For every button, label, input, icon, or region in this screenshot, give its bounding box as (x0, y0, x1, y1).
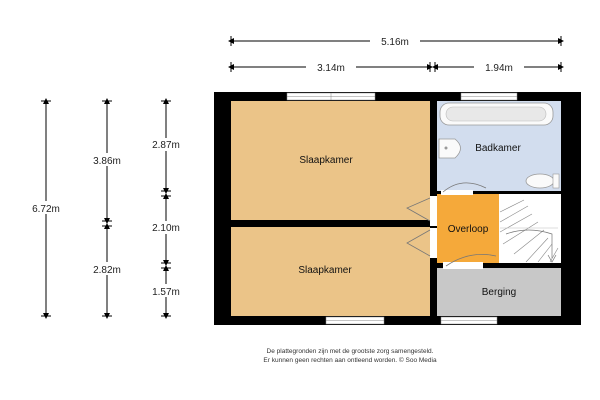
landing-label: Overloop (448, 224, 489, 235)
dimension-right-depth-top-label: 2.87m (152, 140, 180, 151)
dimension-left-depth-top-label: 3.86m (93, 156, 121, 167)
dimension-right-depth-top: 2.87m (142, 98, 190, 194)
staircase-icon (499, 199, 559, 263)
dimension-left-depth-bottom-label: 2.82m (93, 265, 121, 276)
door-bathroom (441, 182, 487, 195)
dimension-total-width-label: 5.16m (381, 37, 409, 48)
window-bedroom-bottom (325, 316, 385, 325)
landing (437, 194, 499, 263)
window-bedroom-top (286, 92, 376, 101)
dimension-total-depth-label: 6.72m (32, 204, 60, 215)
storage-label: Berging (482, 287, 516, 298)
bedroom-top (231, 101, 430, 220)
dimension-right-width: 1.94m (432, 60, 564, 74)
dimension-total-depth: 6.72m (22, 98, 70, 319)
dimension-left-width: 3.14m (228, 60, 433, 74)
dimension-right-width-label: 1.94m (485, 63, 513, 74)
dimension-left-width-label: 3.14m (317, 63, 345, 74)
disclaimer-line-2: Er kunnen geen rechten aan ontleend word… (263, 357, 437, 364)
bathtub-icon (439, 102, 554, 126)
dimension-right-depth-bottom-label: 1.57m (152, 287, 180, 298)
toilet-icon (525, 173, 560, 189)
door-storage (443, 253, 497, 269)
dimension-total-width: 5.16m (228, 34, 564, 48)
bathroom-label: Badkamer (475, 143, 521, 154)
dimension-left-depth-bottom: 2.82m (83, 223, 131, 319)
sink-icon (438, 138, 461, 159)
window-bathroom (460, 92, 518, 101)
disclaimer: De plattegronden zijn met de grootste zo… (200, 347, 500, 365)
window-storage (440, 316, 498, 325)
storage (437, 268, 561, 316)
dimension-right-depth-bottom: 1.57m (142, 265, 190, 319)
bedroom-bottom (231, 227, 430, 316)
disclaimer-line-1: De plattegronden zijn met de grootste zo… (266, 348, 434, 355)
dimension-right-depth-mid: 2.10m (142, 193, 190, 266)
dimension-left-depth-top: 3.86m (83, 98, 131, 224)
door-bedroom-bottom (406, 228, 437, 258)
bedroom-bottom-label: Slaapkamer (298, 265, 352, 276)
door-bedroom-top (406, 196, 437, 226)
dimension-right-depth-mid-label: 2.10m (152, 223, 180, 234)
bedroom-top-label: Slaapkamer (299, 155, 353, 166)
